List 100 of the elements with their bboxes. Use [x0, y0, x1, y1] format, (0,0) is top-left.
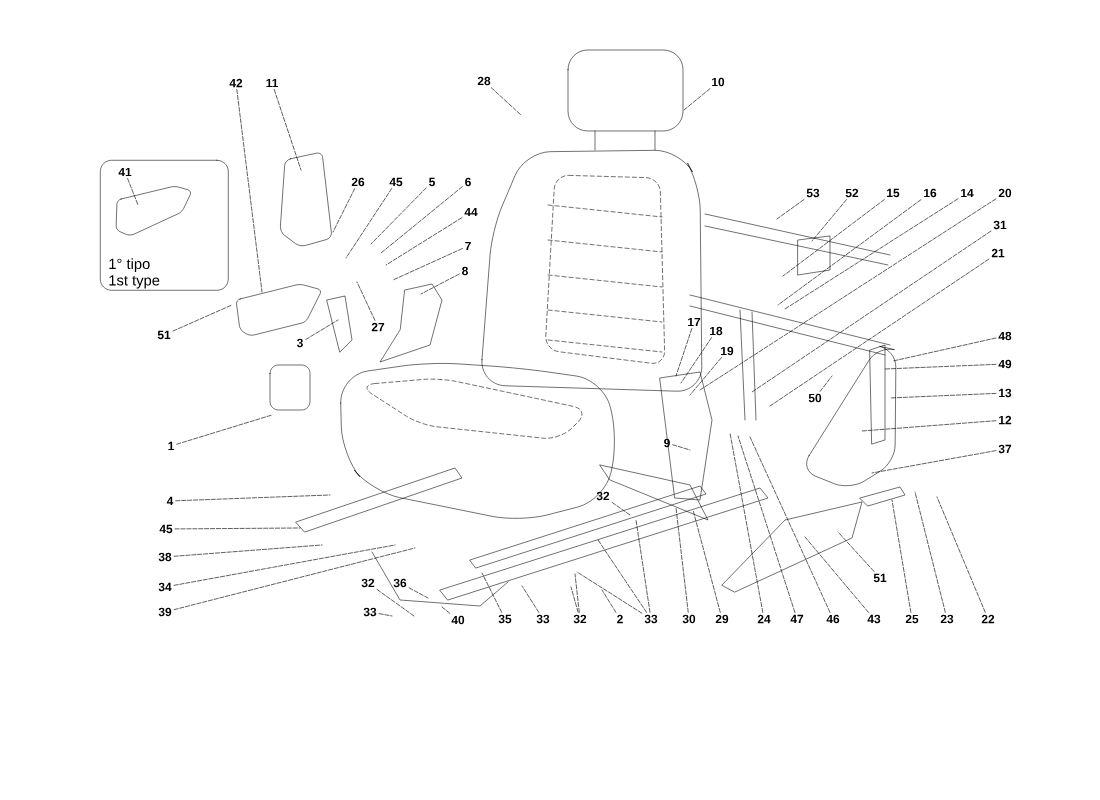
leader-line: [672, 444, 691, 451]
callout-number: 6: [465, 177, 471, 187]
leader-line: [692, 509, 721, 613]
callout-number: 33: [536, 614, 550, 624]
callout-number: 51: [873, 573, 887, 583]
callout-number: 52: [845, 188, 859, 198]
leader-line: [441, 606, 451, 614]
callout-number: 2: [617, 614, 623, 624]
callout-number: 21: [991, 248, 1005, 258]
callout-number: 8: [462, 266, 468, 276]
leader-line: [729, 432, 764, 613]
callout-number: 12: [999, 415, 1012, 425]
leader-line: [871, 450, 997, 474]
callout-number: 47: [790, 614, 804, 624]
callout-number: 51: [157, 330, 171, 340]
callout-number: 1: [168, 441, 174, 451]
leader-line: [611, 502, 631, 516]
leader-line: [819, 375, 833, 392]
leader-line: [749, 436, 831, 613]
leader-line: [127, 178, 139, 206]
callout-number: 46: [826, 614, 840, 624]
leader-line: [236, 89, 263, 293]
callout-number: 37: [998, 444, 1012, 454]
leader-line: [601, 589, 617, 613]
callout-number: 45: [389, 177, 403, 187]
callout-number: 30: [682, 614, 696, 624]
leader-line: [811, 199, 847, 242]
callout-number: 4: [166, 496, 174, 506]
callout-number: 32: [573, 614, 587, 624]
leader-line: [769, 258, 990, 407]
leader-line: [175, 494, 331, 502]
leader-line: [861, 420, 997, 432]
leader-line: [392, 248, 463, 281]
leader-line: [936, 496, 986, 613]
callout-number: 13: [999, 388, 1012, 398]
callout-number: 53: [806, 188, 820, 198]
leader-line: [892, 337, 997, 362]
callout-number: 32: [596, 491, 610, 501]
leader-line: [481, 572, 502, 613]
leader-line: [751, 230, 992, 393]
callout-number: 20: [998, 188, 1012, 198]
leader-line: [914, 491, 946, 613]
leader-line: [408, 587, 429, 599]
callout-number: 41: [118, 167, 132, 177]
callout-number: 50: [808, 393, 822, 403]
callout-number: 19: [721, 346, 734, 356]
leader-line: [173, 547, 416, 610]
callout-number: 29: [715, 614, 729, 624]
leader-line: [699, 198, 997, 391]
callout-number: 39: [158, 607, 172, 617]
leader-line: [837, 531, 875, 572]
leader-line: [172, 304, 233, 332]
leader-line: [173, 544, 323, 557]
callout-number: 7: [465, 241, 471, 251]
leader-line: [174, 527, 301, 530]
leader-line: [420, 273, 460, 295]
callout-number: 24: [757, 614, 771, 624]
callout-number: 36: [393, 578, 407, 588]
callout-number: 25: [905, 614, 919, 624]
leader-line: [891, 499, 912, 613]
leader-line: [784, 198, 959, 310]
leader-line: [680, 337, 712, 384]
callout-number: 40: [451, 615, 465, 625]
leader-line: [570, 586, 579, 613]
leader-line: [490, 87, 522, 116]
leader-line: [273, 89, 302, 171]
leader-line: [884, 364, 997, 370]
callout-number: 31: [993, 220, 1007, 230]
callout-number: 3: [296, 338, 303, 348]
callout-number: 45: [159, 524, 173, 534]
callout-number: 32: [361, 578, 375, 588]
callout-number: 48: [998, 331, 1012, 341]
leader-line: [173, 544, 396, 586]
leader-line: [597, 539, 647, 613]
callout-number: 14: [961, 188, 974, 198]
callout-number: 17: [688, 317, 701, 327]
leader-line: [345, 188, 392, 259]
leader-line: [574, 573, 580, 613]
callout-number: 23: [940, 614, 954, 624]
leader-line: [776, 199, 805, 220]
leader-line: [889, 393, 997, 399]
leader-line: [176, 414, 273, 445]
callout-number: 15: [887, 188, 900, 198]
callout-number: 9: [664, 438, 670, 448]
leader-line: [635, 519, 651, 613]
leader-line: [385, 217, 463, 266]
leader-line: [356, 281, 376, 321]
callout-number: 44: [464, 207, 478, 217]
callout-number: 5: [429, 177, 435, 187]
leader-line: [376, 589, 415, 617]
leader-line: [689, 357, 722, 396]
callout-number: 16: [924, 188, 937, 198]
leader-line: [683, 88, 711, 111]
callout-number: 28: [477, 76, 491, 86]
leader-line: [737, 435, 796, 613]
callout-number: 33: [363, 607, 377, 617]
callout-number: 18: [710, 326, 723, 336]
leader-line: [378, 613, 393, 617]
leader-line: [380, 186, 463, 254]
leader-line: [332, 188, 355, 233]
